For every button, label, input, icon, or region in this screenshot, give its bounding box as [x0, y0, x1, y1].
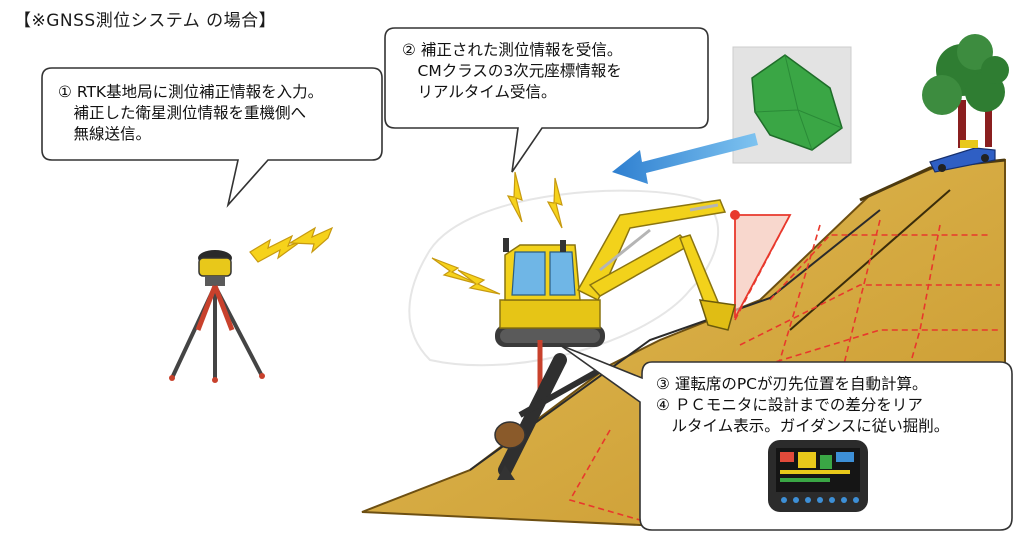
3d-model-ridge [754, 54, 843, 151]
excavator-icon [495, 199, 736, 347]
drill-mast-icon [494, 340, 602, 480]
rtk-base-station-icon [169, 250, 265, 383]
callout-3-line-2: ④ ＰＣモニタに設計までの差分をリア [656, 396, 923, 414]
callout-1-line-1: ① RTK基地局に測位補正情報を入力。 [58, 83, 324, 101]
tree-icon [922, 34, 1009, 148]
callout-2-line-3: リアルタイム受信。 [402, 83, 557, 101]
3d-model-icon [751, 54, 843, 151]
callout-1-line-3: 無線送信。 [58, 125, 152, 143]
callout-1-line-2: 補正した衛星測位情報を重機側へ [58, 104, 307, 122]
title: 【※GNSS測位システム の場合】 [14, 11, 277, 31]
callout-1-text: ① RTK基地局に測位補正情報を入力。 補正した衛星測位情報を重機側へ 無線送信… [58, 82, 323, 145]
callout-2-line-2: CMクラスの3次元座標情報を [402, 62, 622, 80]
design-point-marker [730, 210, 740, 220]
design-plane-marker [734, 214, 792, 319]
callout-3-text: ③ 運転席のPCが刃先位置を自動計算。 ④ ＰＣモニタに設計までの差分をリア ル… [656, 374, 949, 437]
callout-1-bubble [41, 67, 383, 208]
callout-2-text: ② 補正された測位情報を受信。 CMクラスの3次元座標情報を リアルタイム受信。 [402, 40, 622, 103]
survey-vehicle-icon [929, 140, 996, 173]
callout-3-bubble [559, 344, 1013, 531]
radio-signal-icon [249, 171, 563, 295]
callout-2-bubble [384, 27, 709, 173]
callout-3-line-1: ③ 運転席のPCが刃先位置を自動計算。 [656, 375, 928, 393]
callout-2-line-1: ② 補正された測位情報を受信。 [402, 41, 623, 59]
pc-monitor-icon [768, 440, 868, 512]
background-swirl [408, 189, 720, 367]
data-transfer-arrow [612, 133, 758, 184]
callout-3-line-3: ルタイム表示。ガイダンスに従い掘削。 [656, 417, 950, 435]
